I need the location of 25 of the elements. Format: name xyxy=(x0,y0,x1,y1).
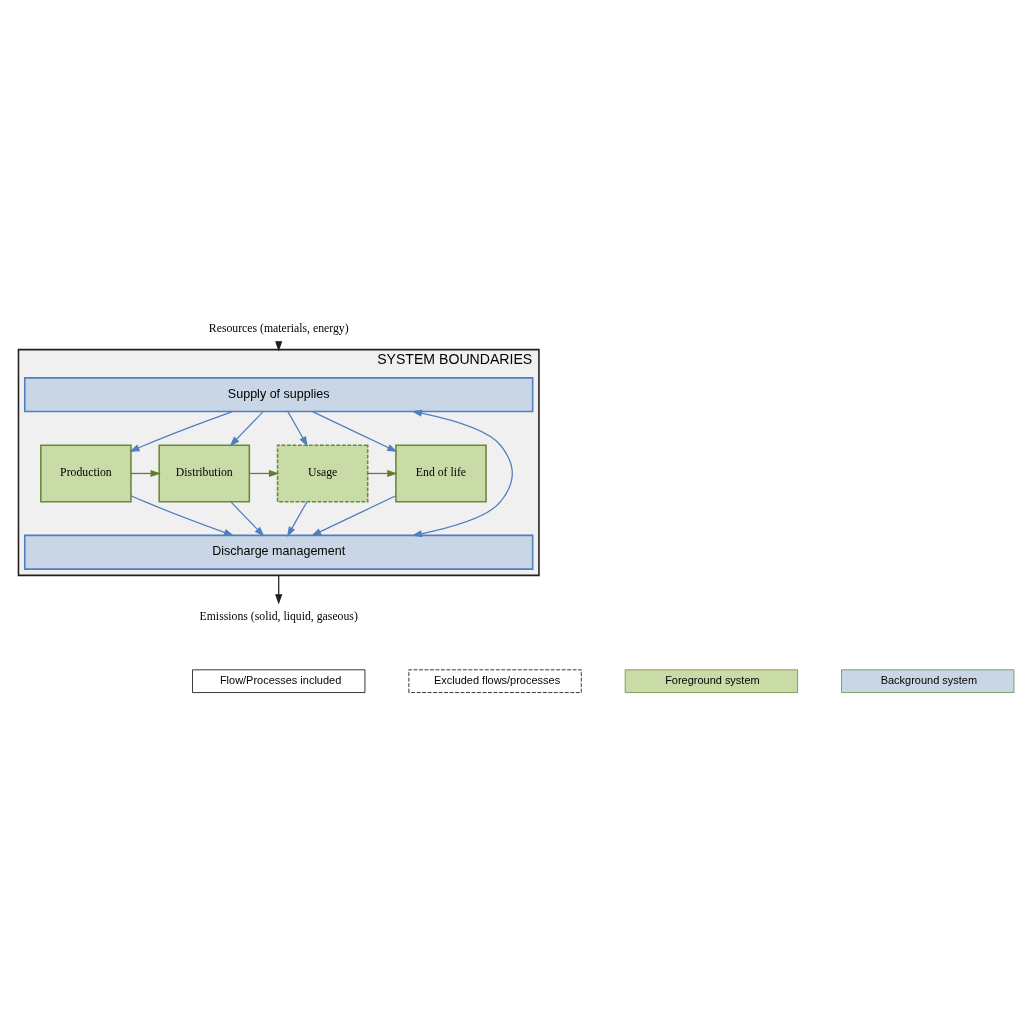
node-box: Usage xyxy=(276,444,369,503)
arrow xyxy=(248,469,280,478)
node-box: Discharge management xyxy=(23,534,534,570)
node-box: Production xyxy=(40,444,132,503)
arrow xyxy=(287,411,308,447)
arrow xyxy=(411,409,513,538)
node-box: Supply of supplies xyxy=(23,377,534,413)
arrow xyxy=(130,495,235,536)
legend-label: Excluded flows/processes xyxy=(433,674,561,687)
arrow xyxy=(310,495,397,537)
arrow xyxy=(286,501,308,537)
arrow xyxy=(130,469,161,478)
arrow xyxy=(230,501,265,537)
legend-label: Flow/Processes included xyxy=(219,674,342,687)
node-text: Emissions (solid, liquid, gaseous) xyxy=(199,609,358,623)
node-text: Resources (materials, energy) xyxy=(208,321,349,335)
arrow xyxy=(367,469,398,478)
legend-label: Foreground system xyxy=(665,674,760,687)
arrow xyxy=(311,410,398,452)
node-box: End of life xyxy=(395,444,487,503)
node-box: Distribution xyxy=(158,444,251,503)
arrow xyxy=(275,574,283,605)
legend-label: Background system xyxy=(880,674,978,687)
arrow xyxy=(129,411,234,452)
arrow xyxy=(229,411,264,447)
